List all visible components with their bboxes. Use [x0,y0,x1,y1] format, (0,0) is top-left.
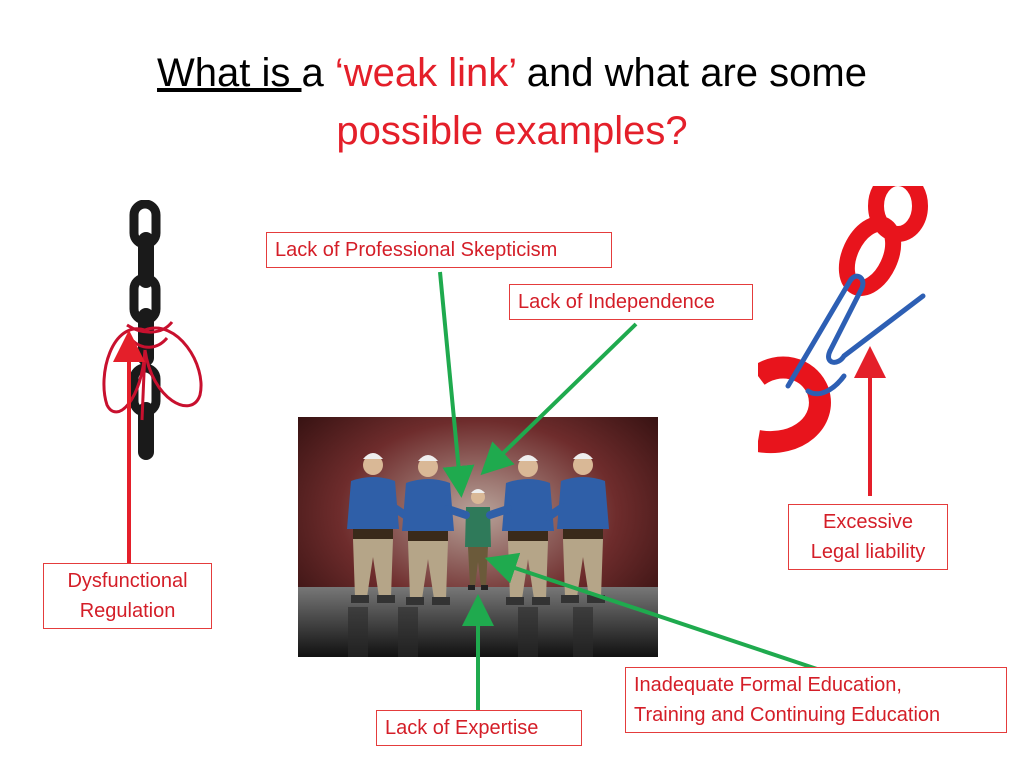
arrow-skepticism [438,271,475,498]
label-education-line1: Inadequate Formal Education, [634,674,902,696]
label-regulation-line2: Regulation [79,600,176,622]
label-independence-text: Lack of Independence [518,291,715,313]
arrow-independence [480,322,638,476]
label-expertise-text: Lack of Expertise [385,717,539,739]
title-line-1: What is a ‘weak link’ and what are some [0,44,1024,102]
slide-title: What is a ‘weak link’ and what are some … [0,44,1024,160]
label-inadequate-education: Inadequate Formal Education, Training an… [625,667,1007,733]
label-regulation-line1: Dysfunctional [67,570,188,592]
title-line-2: possible examples? [336,109,688,153]
title-rest: and what are some [515,51,867,95]
label-liability-line2: Legal liability [810,541,926,563]
title-weak-link: ‘weak link’ [334,51,516,95]
title-what-is: What is [157,51,302,95]
label-legal-liability: Excessive Legal liability [788,504,948,570]
label-liability-line1: Excessive [822,511,914,533]
chain-paperclip-image [758,186,928,454]
arrow-education [484,552,821,672]
label-professional-skepticism: Lack of Professional Skepticism [266,232,612,268]
label-independence: Lack of Independence [509,284,753,320]
label-education-line2: Training and Continuing Education [634,704,941,726]
label-lack-of-expertise: Lack of Expertise [376,710,582,746]
chain-string-image [72,200,222,465]
title-a: a [301,51,335,95]
label-dysfunctional-regulation: Dysfunctional Regulation [43,563,212,629]
label-skepticism-text: Lack of Professional Skepticism [275,239,558,261]
